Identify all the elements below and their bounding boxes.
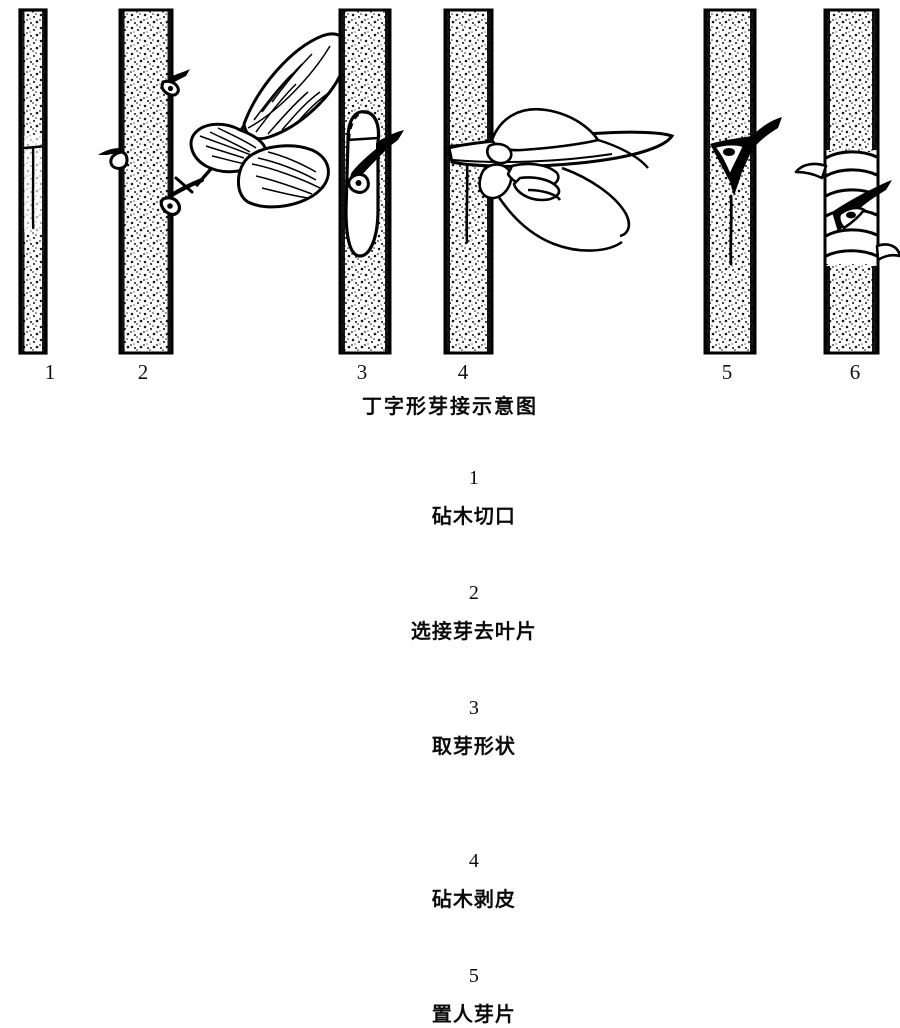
panel-number-6: 6 [849,360,861,384]
caption-line-1: 1 砧木切口 2 选接芽去叶片 3 取芽形状 [0,420,900,803]
legend-number-1: 1 [468,467,479,489]
hand [478,107,649,252]
bud-upper-right [160,69,190,97]
bud-shield-outline [344,110,404,258]
panel-4-rootstock-bark-peel [443,8,675,355]
panel-number-2: 2 [137,360,149,384]
bud-left [98,148,129,170]
caption-line-2: 4 砧木剥皮 5 置人芽片 6 绑缚 [0,803,900,1028]
panel-number-5: 5 [721,360,733,384]
panel-1-rootstock-t-cut [18,8,48,355]
legend-label-5: 置人芽片 [431,1002,516,1026]
legend-gap [466,542,482,566]
figure-caption: 丁字形芽接示意图 1 砧木切口 2 选接芽去叶片 3 取芽形状 4 砧木剥皮 5… [0,392,900,1028]
legend-label-3: 取芽形状 [431,734,516,758]
legend-number-3: 3 [468,697,479,719]
legend-label-4: 砧木剥皮 [431,887,516,911]
panel-2-scion-bud-leaves [98,8,349,355]
legend-gap [466,657,482,681]
legend-number-5: 5 [468,965,479,987]
legend-number-2: 2 [468,582,479,604]
legend-gap [466,925,482,949]
panel-number-4: 4 [457,360,469,384]
legend-label-1: 砧木切口 [431,504,516,528]
figure-title: 丁字形芽接示意图 [362,394,538,418]
grafting-illustration [0,0,900,360]
panel-6-graft-wrapped [794,8,900,355]
legend-number-4: 4 [468,850,479,872]
legend-label-2: 选接芽去叶片 [410,619,537,643]
panel-number-3: 3 [356,360,368,384]
wrapped-bud [832,180,892,232]
inserted-bud [710,117,782,266]
panel-5-bud-shield-inserted [703,8,782,355]
panel-3-bud-shield-shape [338,8,404,355]
panel-number-1: 1 [44,360,56,384]
scion-leaf-cluster [189,32,349,209]
